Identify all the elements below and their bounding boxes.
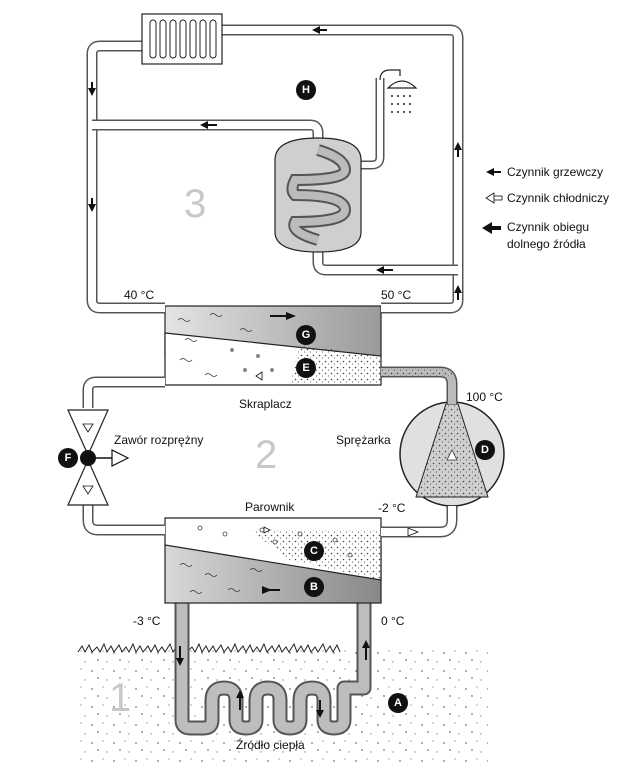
temp-0: 0 °C: [381, 614, 405, 628]
expansion-valve: [67, 409, 130, 506]
marker-c: C: [304, 541, 324, 561]
temp-minus-2: -2 °C: [378, 501, 406, 515]
temp-50: 50 °C: [381, 288, 412, 302]
temp-100: 100 °C: [466, 390, 503, 404]
legend-heating-arrow-icon: [486, 168, 501, 176]
compressor-label: Sprężarka: [336, 433, 391, 447]
condenser: [164, 305, 382, 386]
temp-40: 40 °C: [124, 288, 155, 302]
heating-flow-arrows: [88, 26, 462, 300]
ground-flow-arrows: [176, 640, 370, 718]
compressor: [399, 401, 505, 507]
marker-e: E: [296, 358, 316, 378]
marker-f: F: [58, 448, 78, 468]
shower-icon: [379, 69, 418, 113]
radiator: [141, 13, 223, 65]
legend-refrigerant-label: Czynnik chłodniczy: [507, 191, 610, 205]
temp-minus-3: -3 °C: [133, 614, 161, 628]
evaporator: [164, 517, 382, 604]
evaporator-label: Parownik: [245, 500, 295, 514]
marker-b: B: [304, 577, 324, 597]
legend-ground-label-line1: Czynnik obiegu: [507, 220, 590, 234]
marker-g: G: [296, 325, 316, 345]
circuit-3-number: 3: [184, 182, 207, 226]
source-label: Źródło ciepła: [236, 738, 305, 752]
circuit-2-number: 2: [255, 433, 278, 477]
heating-circuit-pipe: [86, 24, 464, 314]
valve-label: Zawór rozprężny: [114, 433, 204, 447]
ground-loop-pipe: [174, 600, 372, 736]
condenser-label: Skraplacz: [239, 397, 292, 411]
legend-ground-label-line2: dolnego źródła: [507, 237, 586, 251]
marker-a: A: [388, 693, 408, 713]
legend-ground-arrow-icon: [482, 222, 501, 234]
marker-d: D: [475, 440, 495, 460]
legend-refrigerant-arrow-icon: [485, 192, 503, 204]
circuit-1-number: 1: [109, 676, 132, 720]
hot-water-tank: [274, 137, 362, 253]
legend-heating-label: Czynnik grzewczy: [507, 165, 604, 179]
marker-h: H: [296, 80, 316, 100]
